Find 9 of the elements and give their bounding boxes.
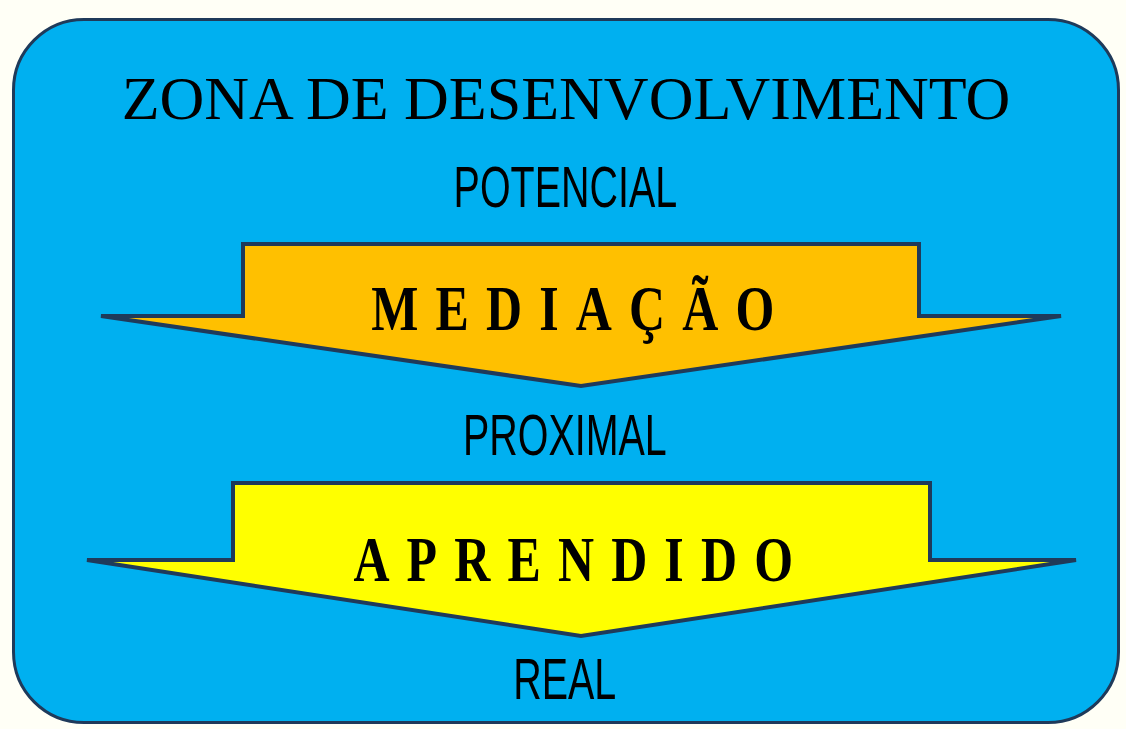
arrow-label: MEDIAÇÃO: [370, 272, 792, 346]
zone-label: PROXIMAL: [463, 400, 667, 468]
zone-title: ZONA DE DESENVOLVIMENTO: [120, 63, 1012, 134]
down-arrow: [87, 483, 1076, 636]
down-arrow: [101, 244, 1061, 386]
zone-label: REAL: [513, 644, 617, 712]
arrow-label: APRENDIDO: [353, 523, 810, 597]
zone-label: POTENCIAL: [453, 152, 677, 220]
zone-panel: [12, 18, 1120, 724]
